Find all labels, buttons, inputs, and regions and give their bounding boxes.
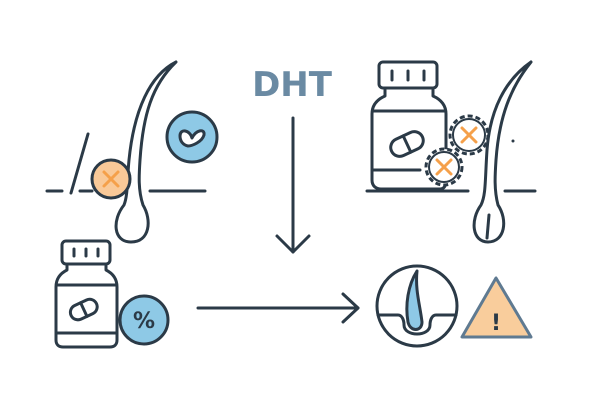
hair-root-line [485, 213, 491, 240]
dot [511, 139, 515, 143]
gear-x-icon [448, 114, 490, 156]
check-badge-icon [165, 110, 219, 164]
medication-bottle-icon [370, 60, 448, 191]
broken-hair-line [69, 132, 90, 195]
percent-badge-icon: % [118, 294, 170, 346]
hair-strand-icon [472, 60, 533, 244]
gear-x-icon [424, 147, 464, 187]
svg-text:!: ! [491, 311, 501, 336]
right-arrow-icon [196, 292, 360, 324]
dht-title: DHT [252, 65, 333, 105]
medication-bottle-icon [54, 239, 119, 349]
healthy-hair-follicle [45, 60, 207, 244]
hair-follicle-circle-icon [375, 264, 459, 348]
warning-icon: ! [460, 276, 533, 339]
hair-strand-icon [114, 60, 178, 244]
blocked-x-icon [90, 158, 132, 200]
svg-text:%: % [133, 309, 155, 334]
down-arrow-icon [275, 116, 311, 254]
